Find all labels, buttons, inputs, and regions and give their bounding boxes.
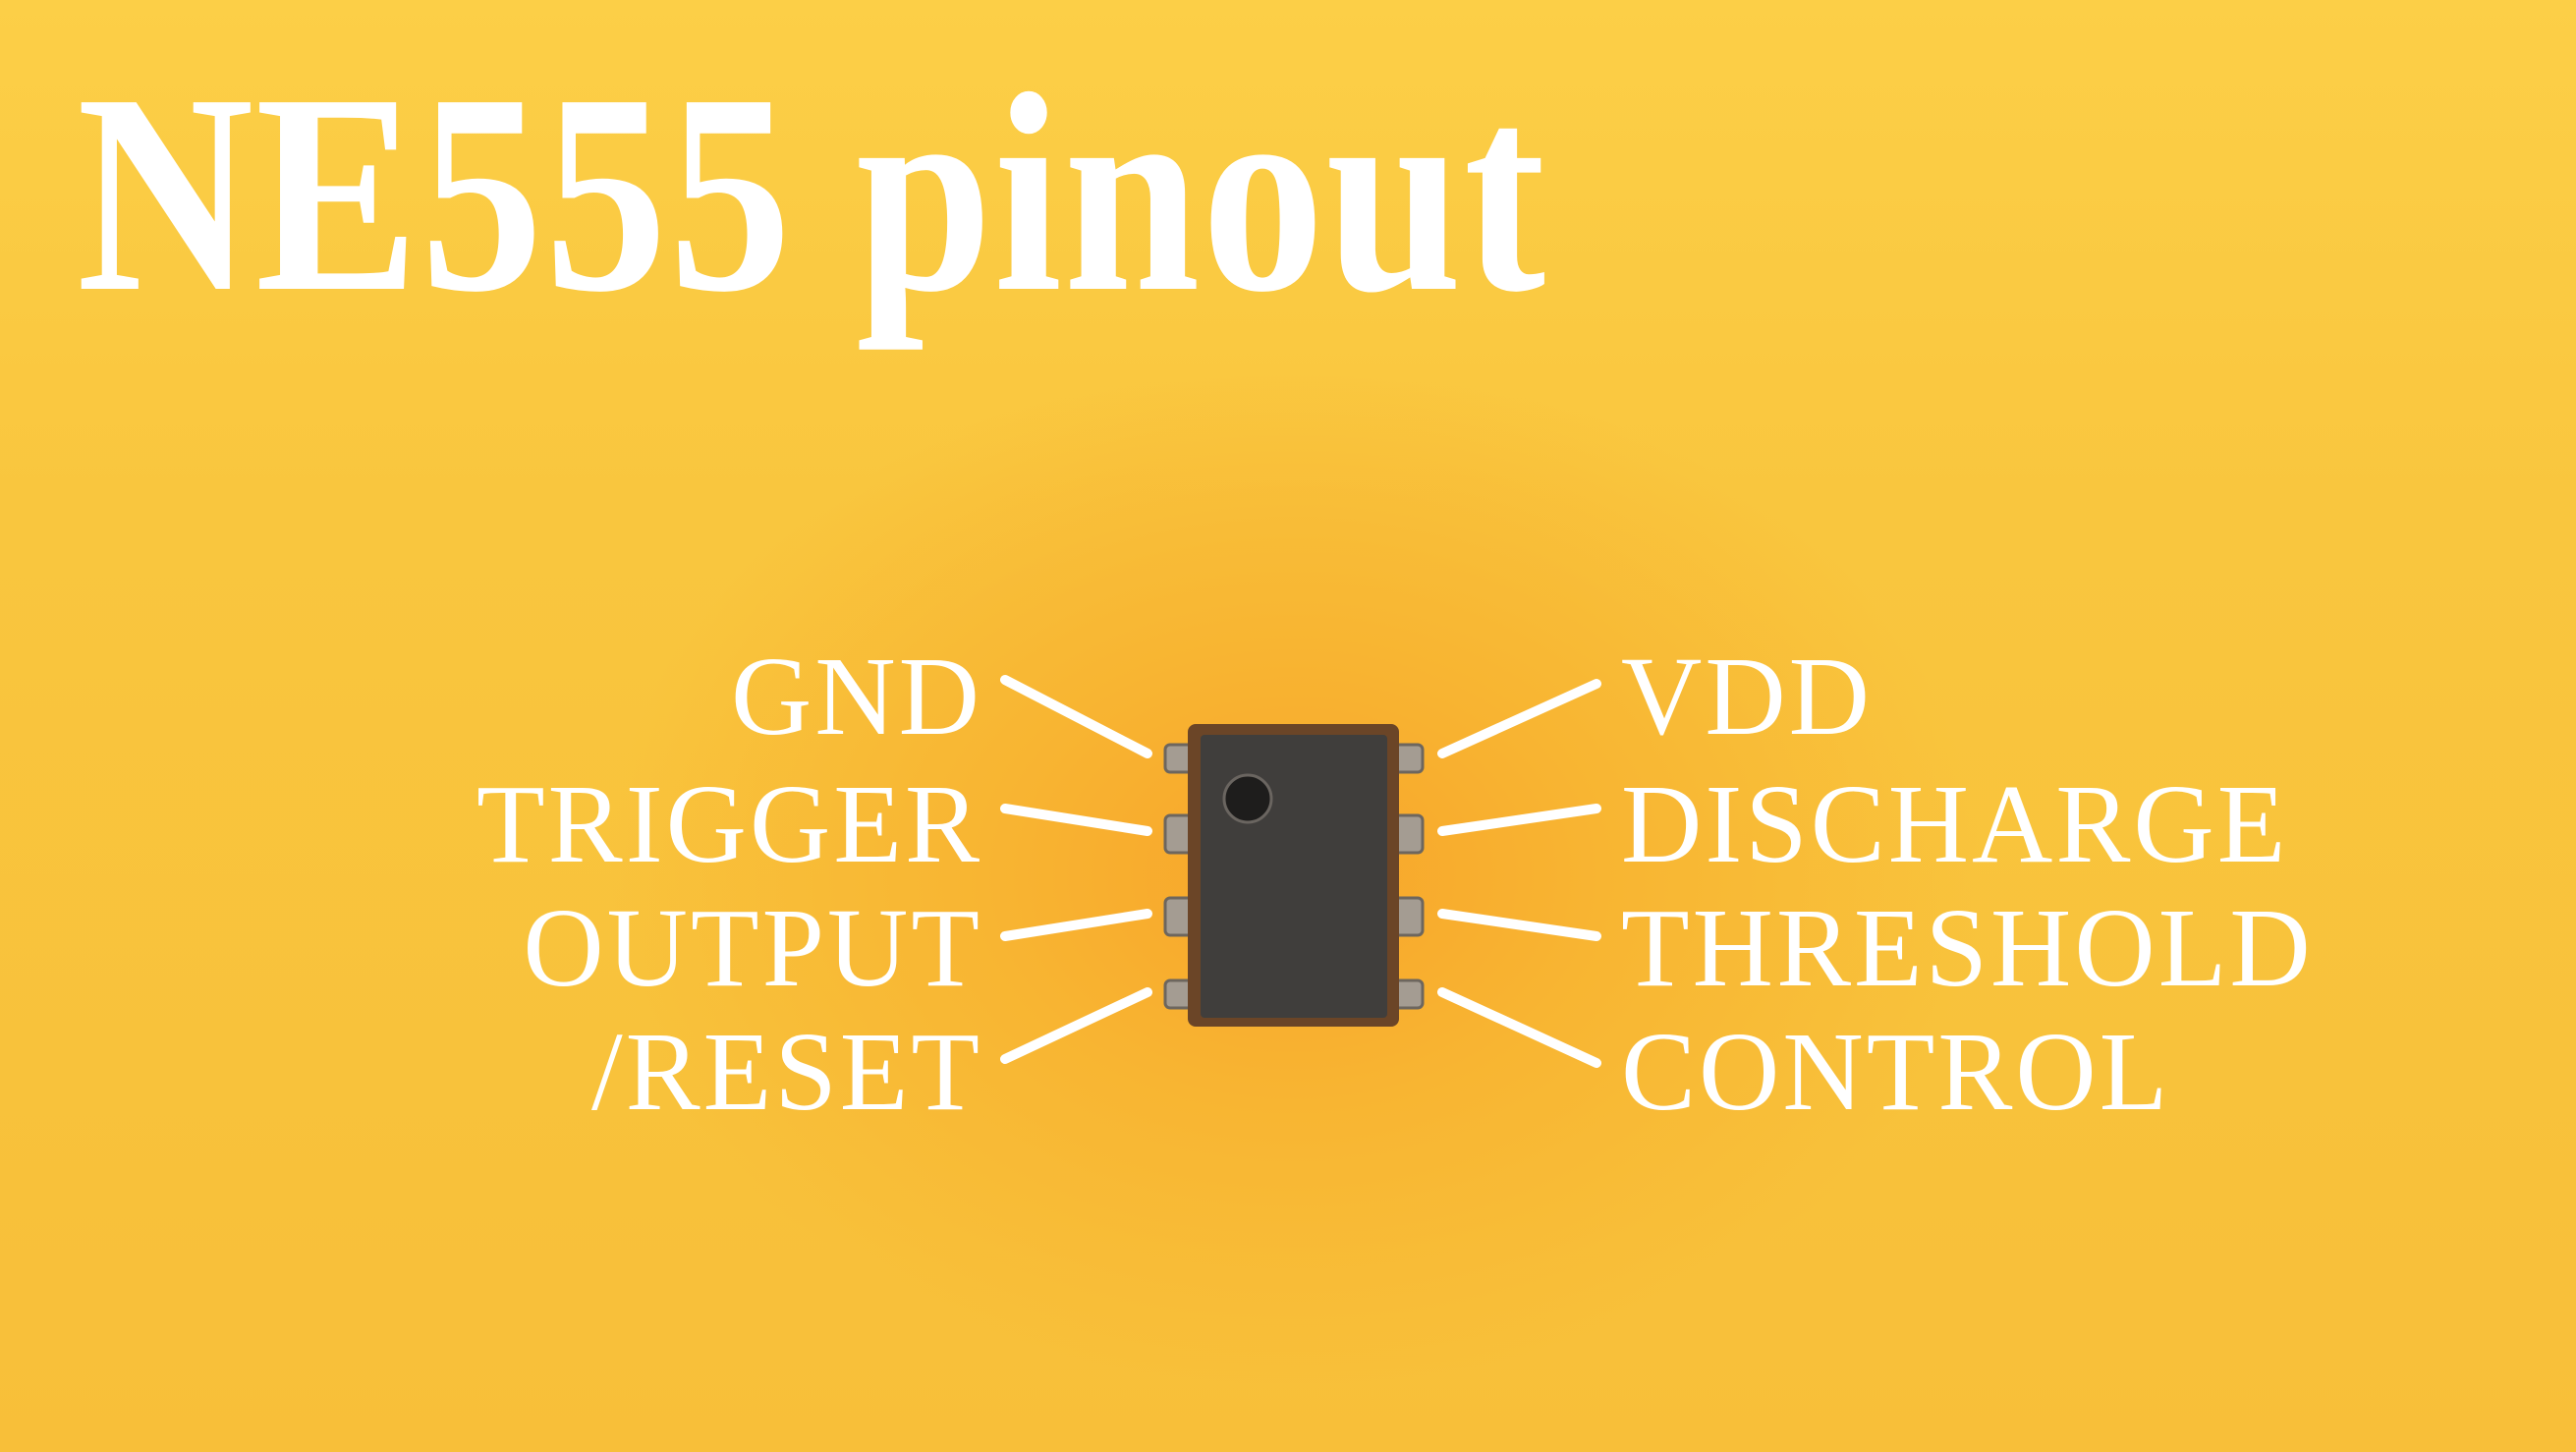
pin-label-gnd: GND <box>731 634 982 758</box>
pin-label-output: OUTPUT <box>523 885 982 1010</box>
pin-label-trigger: TRIGGER <box>476 761 982 886</box>
leader-line-discharge <box>1437 804 1601 836</box>
title: NE555 pinout <box>77 35 1547 351</box>
pin-label-control: CONTROL <box>1621 1009 2171 1134</box>
leader-line-output <box>1000 909 1152 941</box>
chip-body <box>1201 735 1387 1018</box>
leader-line-threshold <box>1437 909 1601 941</box>
pin-label-discharge: DISCHARGE <box>1621 761 2289 886</box>
pin1-marker-dot <box>1222 773 1273 824</box>
leader-line-gnd <box>1000 675 1152 758</box>
leader-line-control <box>1437 987 1601 1068</box>
pin-label-reset: /RESET <box>590 1009 982 1134</box>
leader-line-trigger <box>1000 804 1152 836</box>
leader-line-reset <box>1000 987 1152 1064</box>
pin-label-threshold: THRESHOLD <box>1621 885 2314 1010</box>
leader-lines <box>1000 675 1601 1068</box>
pin-label-vdd: VDD <box>1621 634 1873 758</box>
pins <box>1163 743 1425 1010</box>
leader-line-vdd <box>1437 679 1601 758</box>
